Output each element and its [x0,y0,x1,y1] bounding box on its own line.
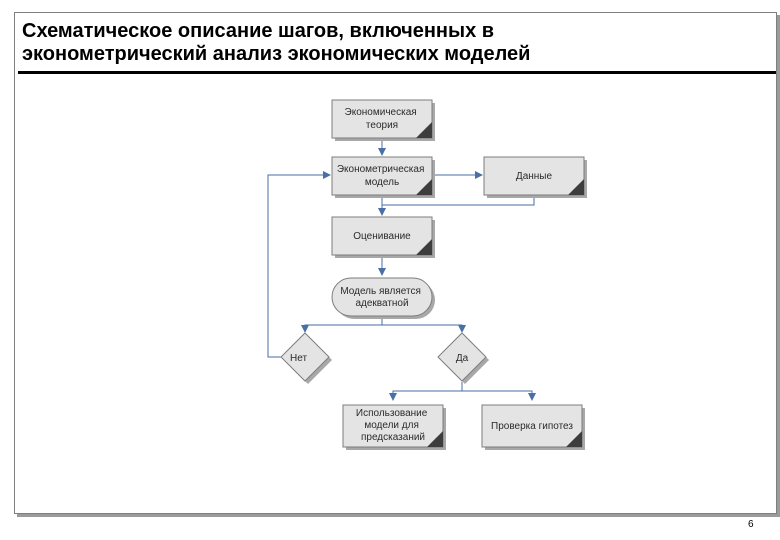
svg-text:Модель является адекватн: Модель является адекватной [340,286,423,309]
connector-adequate-split [301,316,383,333]
svg-text:Проверка гипотез: Проверка гипотез [491,421,573,432]
connector-yes-hypothesis [462,390,536,401]
slide-title: Схематическое описание шагов, включенных… [22,20,762,66]
node-forecast-use: Использование модели для предсказаний [342,404,446,450]
forecast-line-3: предсказаний [361,432,425,443]
connector-adequate-yes [382,324,466,333]
yes-label: Да [456,353,469,364]
node-econometric-model: Эконометрическая модель [331,156,435,198]
svg-text:Данные: Данные [516,171,553,182]
node-hypothesis-test: Проверка гипотез [481,404,585,450]
hypothesis-label: Проверка гипотез [491,421,573,432]
model-line-1: Эконометрическая [337,164,425,175]
node-model-adequate: Модель является адекватной [331,277,435,319]
svg-text:Эконометрическая модель: Эконометрическая модель [337,164,427,188]
forecast-line-1: Использование [356,408,428,419]
svg-text:Использование модели для: Использование модели для предсказаний [356,408,430,443]
model-line-2: модель [365,177,399,188]
connector-no-model [267,171,331,358]
estimation-label: Оценивание [353,231,411,242]
connector-yes-split [389,382,463,401]
node-yes-decision: Да [437,332,489,384]
node-economic-theory: Экономическая теория [331,99,435,141]
svg-text:Нет: Нет [290,353,307,364]
data-label: Данные [516,171,553,182]
adequate-line-1: Модель является [340,286,421,297]
title-line-2: эконометрический анализ экономических мо… [22,43,531,65]
theory-line-1: Экономическая [345,107,417,118]
title-line-1: Схематическое описание шагов, включенных… [22,20,495,42]
adequate-line-2: адекватной [355,298,408,309]
svg-text:Экономическая теория: Экономическая теория [345,107,420,131]
theory-line-2: теория [366,120,398,131]
forecast-line-2: модели для [364,420,419,431]
node-no-decision: Нет [280,332,332,384]
connector-data-estimation [382,195,535,206]
svg-text:Оценивание: Оценивание [353,231,411,242]
node-estimation: Оценивание [331,216,435,258]
title-underline [18,71,776,74]
svg-text:Да: Да [456,353,469,364]
no-label: Нет [290,353,307,364]
node-data: Данные [483,156,587,198]
page-number: 6 [748,519,754,530]
connectors [267,139,536,401]
